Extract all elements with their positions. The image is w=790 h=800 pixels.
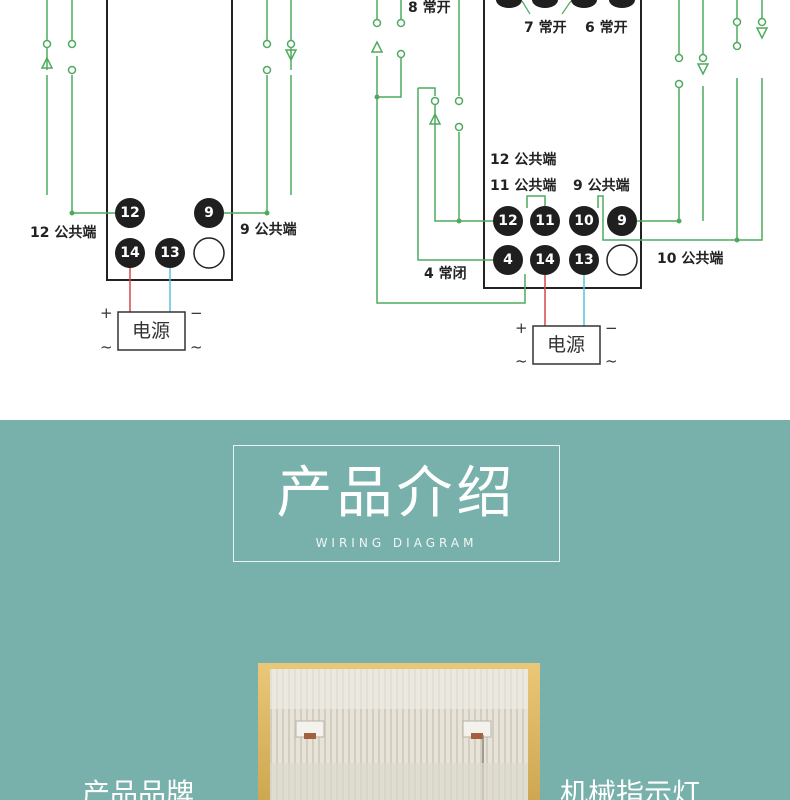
right-contact-wires-left: [376, 0, 546, 304]
right-label-nc4: 4 常闭: [424, 265, 467, 282]
svg-text:~: ~: [190, 338, 203, 356]
wiring-diagram-section: 12 9 14 13 12 公共端 9 公共端 电源 + − ~ ~ 8 常开 …: [30, 0, 769, 370]
left-empty-pin: [193, 237, 225, 269]
product-intro-section: 产品介绍 WIRING DIAGRAM 产品品牌 机械指示灯: [0, 420, 790, 800]
brand-callout: 产品品牌: [82, 777, 195, 800]
left-power-label: 电源: [132, 320, 170, 342]
right-label-common-11: 11 公共端: [490, 177, 556, 194]
section-subtitle: WIRING DIAGRAM: [315, 536, 478, 550]
right-pin-4: 4: [493, 245, 523, 275]
svg-text:10: 10: [574, 213, 594, 229]
right-relay: 8 常开 7 常开 6 常开: [370, 0, 769, 370]
right-label-8: 8 常开: [408, 0, 451, 16]
svg-text:−: −: [190, 304, 203, 322]
svg-text:12: 12: [120, 205, 139, 221]
svg-text:+: +: [515, 319, 528, 337]
right-empty-pin: [606, 244, 638, 276]
svg-text:12: 12: [498, 213, 517, 229]
right-label-7: 7 常开: [524, 19, 567, 36]
left-contact-wires: [46, 0, 292, 214]
left-power-box: [117, 311, 186, 351]
left-relay: 12 9 14 13 12 公共端 9 公共端 电源 + − ~ ~: [30, 0, 298, 356]
svg-text:14: 14: [120, 245, 140, 261]
right-pin-11: 11: [530, 206, 560, 236]
right-pin-12: 12: [493, 206, 523, 236]
svg-text:~: ~: [100, 338, 113, 356]
svg-text:+: +: [100, 304, 113, 322]
right-power-label: 电源: [547, 334, 585, 356]
right-contact-wires-right: [597, 0, 763, 241]
indicator-callout: 机械指示灯: [560, 777, 701, 800]
right-label-common-10: 10 公共端: [657, 250, 723, 267]
svg-text:11: 11: [535, 213, 554, 229]
title-frame: 产品介绍 WIRING DIAGRAM: [233, 445, 560, 562]
section-title: 产品介绍: [276, 461, 517, 526]
right-pin-14: 14: [530, 245, 560, 275]
svg-text:−: −: [605, 319, 618, 337]
right-relay-body: [483, 0, 642, 289]
relay-product-image: [258, 663, 540, 800]
left-contact-points: [42, 39, 296, 75]
svg-text:4: 4: [503, 252, 513, 268]
left-pin-12: 12: [115, 198, 145, 228]
svg-text:9: 9: [617, 213, 627, 229]
svg-text:9: 9: [204, 205, 214, 221]
svg-text:14: 14: [535, 252, 555, 268]
right-label-6: 6 常开: [585, 19, 628, 36]
right-pin-13: 13: [569, 245, 599, 275]
svg-text:~: ~: [515, 352, 528, 370]
left-pin-13: 13: [155, 238, 185, 268]
left-label-common-9: 9 公共端: [240, 221, 297, 238]
right-contact-points: [372, 17, 767, 132]
right-pin-9: 9: [607, 206, 637, 236]
svg-text:~: ~: [605, 352, 618, 370]
right-label-common-12: 12 公共端: [490, 151, 556, 168]
left-label-common-12: 12 公共端: [30, 224, 96, 241]
svg-text:13: 13: [574, 252, 593, 268]
right-power-box: [532, 325, 601, 365]
left-pin-14: 14: [115, 238, 145, 268]
left-pin-9: 9: [194, 198, 224, 228]
svg-text:13: 13: [160, 245, 179, 261]
right-pin-10: 10: [569, 206, 599, 236]
wiring-diagram: 12 9 14 13 12 公共端 9 公共端 电源 + − ~ ~ 8 常开 …: [30, 0, 769, 370]
right-label-common-9: 9 公共端: [573, 177, 630, 194]
